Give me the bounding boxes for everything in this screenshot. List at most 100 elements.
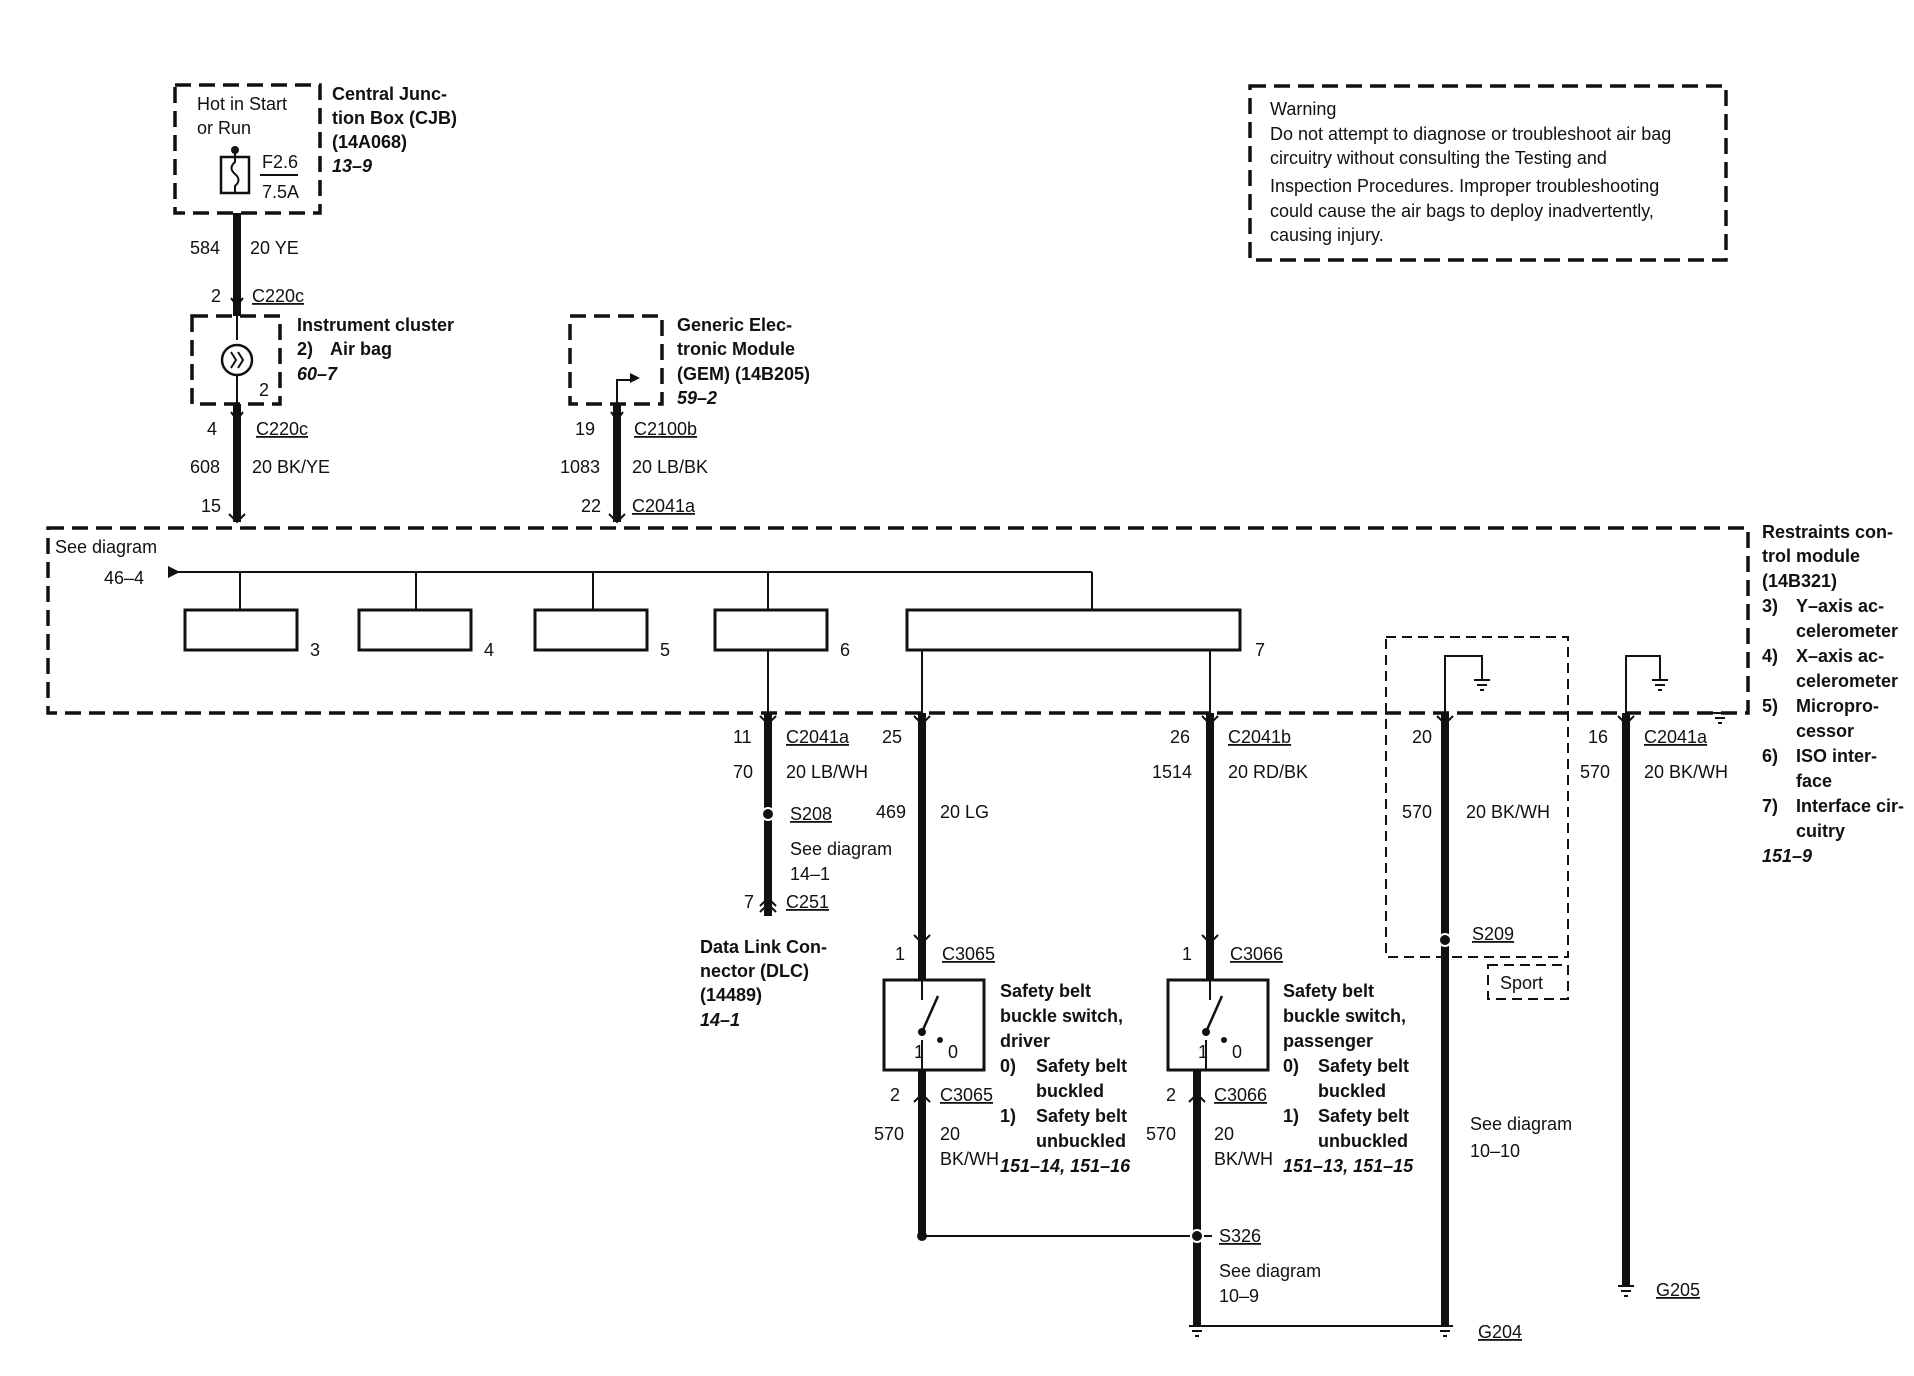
ic-name: Instrument cluster <box>297 315 454 335</box>
cjb-ref: 13–9 <box>332 156 372 176</box>
pass-pos-1: 1 <box>1198 1042 1208 1062</box>
driver-gauge: 20 <box>940 1124 960 1144</box>
rcm-legend-7-l1: Interface cir- <box>1796 796 1904 816</box>
wire-70-conn: C2041a <box>786 727 850 747</box>
g205-wire-gauge-color: 20 BK/WH <box>1644 762 1728 782</box>
splice-s326: S326 <box>1219 1226 1261 1246</box>
block-4-label: 4 <box>484 640 494 660</box>
sport-label-box <box>1487 964 1569 1000</box>
pass-name-2: buckle switch, <box>1283 1006 1406 1026</box>
ground-icon <box>1189 1325 1205 1337</box>
ic-item: Air bag <box>330 339 392 359</box>
block-4-x-accelerometer <box>357 608 473 652</box>
lamp-filament-icon <box>230 351 245 369</box>
pass-conn-out: C3066 <box>1214 1085 1267 1105</box>
dlc-ref: 14–1 <box>700 1010 740 1030</box>
connector-arrow-icon <box>913 715 931 726</box>
switch-contact-dot <box>1221 1037 1227 1043</box>
rcm-ref: 151–9 <box>1762 846 1812 866</box>
wire-70-pin: 11 <box>733 727 752 747</box>
fuse-element-icon <box>230 150 240 193</box>
warning-line-2: circuitry without consulting the Testing… <box>1270 148 1607 168</box>
driver-s1-2: unbuckled <box>1036 1131 1126 1151</box>
dlc-pin: 7 <box>744 892 754 912</box>
rcm-legend-4-l2: celerometer <box>1796 671 1898 691</box>
driver-conn-out: C3065 <box>940 1085 993 1105</box>
wire-1514-gauge-color: 20 RD/BK <box>1228 762 1308 782</box>
gem-name-3: (GEM) (14B205) <box>677 364 810 384</box>
s208-see-1: See diagram <box>790 839 892 859</box>
warning-title: Warning <box>1270 99 1336 119</box>
wire-608-gauge-color: 20 BK/YE <box>252 457 330 477</box>
rcm-box <box>46 526 1750 715</box>
block-7-label: 7 <box>1255 640 1265 660</box>
rcm-title-2: trol module <box>1762 546 1860 566</box>
splice-s326-dot <box>1190 1229 1204 1243</box>
driver-name-1: Safety belt <box>1000 981 1091 1001</box>
block-7-interface-circuitry <box>905 608 1242 652</box>
wire-1514-pin: 26 <box>1170 727 1190 747</box>
s208-see-2: 14–1 <box>790 864 830 884</box>
rcm-legend-6-num: 6) <box>1762 746 1778 766</box>
pass-conn-in: C3066 <box>1230 944 1283 964</box>
pass-s0-1: Safety belt <box>1318 1056 1409 1076</box>
wire-608-circuit: 608 <box>190 457 220 477</box>
sport-option-box <box>1385 636 1569 958</box>
driver-pin-out: 2 <box>890 1085 900 1105</box>
gem-input-arrow-icon <box>630 373 640 383</box>
connector-arrow-icon <box>1201 934 1219 945</box>
splice-s209: S209 <box>1472 924 1514 944</box>
connector-arrow-icon <box>228 513 246 524</box>
dlc-name-1: Data Link Con- <box>700 937 827 957</box>
ic-item-num: 2) <box>297 339 313 359</box>
ic-conn-out: C220c <box>256 419 308 439</box>
rcm-legend-3-num: 3) <box>1762 596 1778 616</box>
cjb-part: (14A068) <box>332 132 407 152</box>
splice-s208: S208 <box>790 804 832 824</box>
block-5-label: 5 <box>660 640 670 660</box>
block-3-label: 3 <box>310 640 320 660</box>
wire-1083-rcm-pin: 22 <box>581 496 601 516</box>
ground-icon <box>1652 679 1668 691</box>
fuse-node-dot <box>231 146 239 154</box>
connector-arrow-icon <box>759 896 777 913</box>
cjb-box <box>173 83 322 215</box>
wire-469-circuit: 469 <box>876 802 906 822</box>
wire-1514-circuit: 1514 <box>1152 762 1192 782</box>
connector-arrow-icon <box>913 1092 931 1103</box>
cjb-name-2: tion Box (CJB) <box>332 108 457 128</box>
block-6-label: 6 <box>840 640 850 660</box>
pass-circuit: 570 <box>1146 1124 1176 1144</box>
pass-s1-1: Safety belt <box>1318 1106 1409 1126</box>
dlc-conn: C251 <box>786 892 829 912</box>
wire-584-gauge-color: 20 YE <box>250 238 299 258</box>
sport-circuit: 570 <box>1402 802 1432 822</box>
driver-s0-2: buckled <box>1036 1081 1104 1101</box>
driver-refs: 151–14, 151–16 <box>1000 1156 1131 1176</box>
warning-line-1: Do not attempt to diagnose or troublesho… <box>1270 124 1671 144</box>
rcm-see-diagram: See diagram <box>55 537 157 557</box>
connector-arrow-icon <box>608 513 626 524</box>
passenger-buckle-switch <box>1166 978 1270 1072</box>
wire-469-pin: 25 <box>882 727 902 747</box>
ground-icon <box>1712 712 1728 724</box>
ground-g205: G205 <box>1656 1280 1700 1300</box>
ic-ref: 60–7 <box>297 364 338 384</box>
gem-conn-out: C2100b <box>634 419 697 439</box>
ic-lamp-pin: 2 <box>259 380 269 400</box>
g204-see-1: See diagram <box>1470 1114 1572 1134</box>
connector-arrow-icon <box>230 297 244 308</box>
wire-1083-circuit: 1083 <box>560 457 600 477</box>
gem-pin-out: 19 <box>575 419 595 439</box>
driver-circuit: 570 <box>874 1124 904 1144</box>
dlc-part: (14489) <box>700 985 762 1005</box>
pass-pin-out: 2 <box>1166 1085 1176 1105</box>
driver-color: BK/WH <box>940 1149 999 1169</box>
rcm-legend-5-num: 5) <box>1762 696 1778 716</box>
rcm-legend-5-l1: Micropro- <box>1796 696 1879 716</box>
rcm-see-ref: 46–4 <box>104 568 144 588</box>
rcm-legend-6-l1: ISO inter- <box>1796 746 1877 766</box>
ground-icon <box>1474 679 1490 691</box>
connector-arrow-icon <box>610 411 624 422</box>
